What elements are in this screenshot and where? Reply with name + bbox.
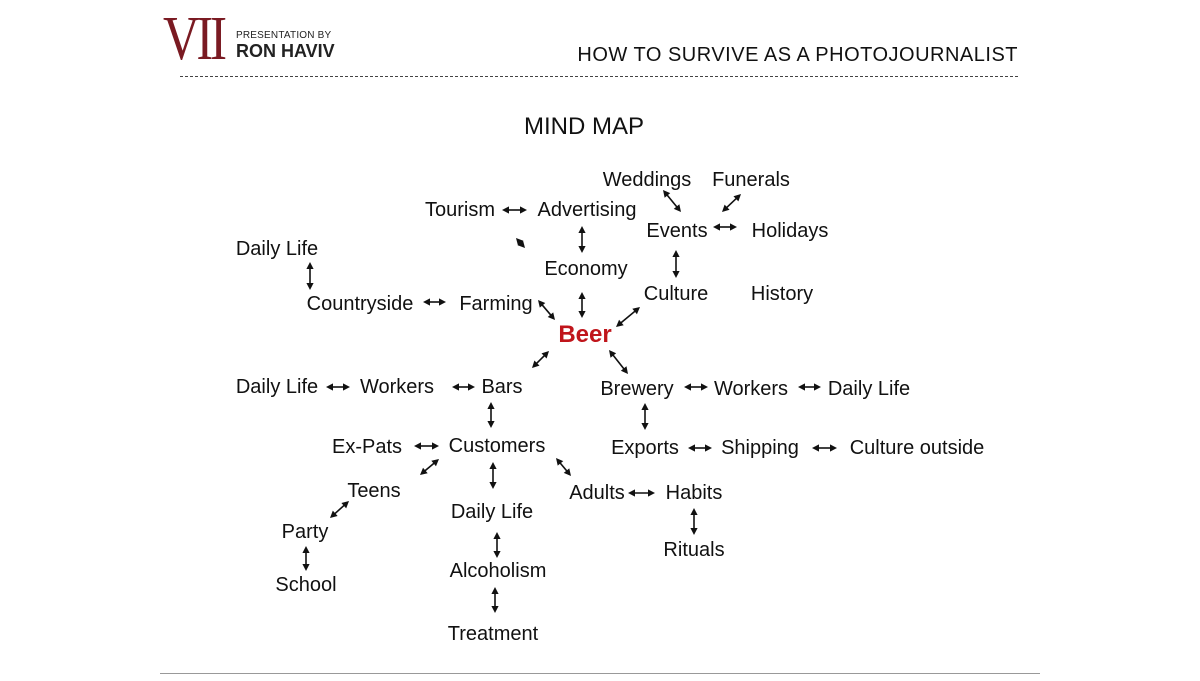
mind-map-node: Daily Life bbox=[235, 376, 319, 398]
double-arrow-connector bbox=[502, 206, 527, 214]
double-arrow-connector bbox=[663, 190, 681, 212]
mind-map-node: Countryside bbox=[306, 293, 414, 315]
double-arrow-connector bbox=[609, 350, 628, 374]
mind-map-node: Rituals bbox=[663, 539, 725, 561]
double-arrow-connector bbox=[326, 383, 350, 391]
mind-map-node: Funerals bbox=[712, 169, 790, 191]
double-arrow-connector bbox=[690, 508, 698, 535]
mind-map-node: Farming bbox=[459, 293, 533, 315]
double-arrow-connector bbox=[578, 292, 586, 318]
double-arrow-connector bbox=[812, 444, 837, 452]
mind-map-node: Habits bbox=[665, 482, 723, 504]
logo-author-name: RON HAVIV bbox=[236, 41, 335, 61]
mind-map-node: Weddings bbox=[602, 169, 692, 191]
double-arrow-connector bbox=[532, 351, 549, 368]
mind-map-node: Events bbox=[646, 220, 708, 242]
mind-map-node: Exports bbox=[611, 437, 679, 459]
mind-map-node: Workers bbox=[359, 376, 435, 398]
mind-map-node: Economy bbox=[544, 258, 628, 280]
header-divider bbox=[180, 76, 1018, 77]
double-arrow-connector bbox=[713, 223, 737, 231]
mind-map-node: Customers bbox=[448, 435, 546, 457]
double-arrow-connector bbox=[306, 262, 314, 290]
double-arrow-connector bbox=[516, 238, 525, 248]
mind-map-center-node: Beer bbox=[558, 321, 612, 348]
double-arrow-connector bbox=[684, 383, 708, 391]
double-arrow-connector bbox=[672, 250, 680, 278]
logo-mark: VII bbox=[163, 5, 227, 73]
mind-map-title: MIND MAP bbox=[524, 113, 644, 140]
double-arrow-connector bbox=[641, 403, 649, 430]
double-arrow-connector bbox=[493, 532, 501, 558]
double-arrow-connector bbox=[489, 462, 497, 489]
double-arrow-connector bbox=[414, 442, 439, 450]
mind-map-node: Holidays bbox=[751, 220, 829, 242]
double-arrow-connector bbox=[578, 226, 586, 253]
mind-map-node: Daily Life bbox=[450, 501, 534, 523]
double-arrow-connector bbox=[722, 194, 741, 212]
mind-map-node: Culture outside bbox=[849, 437, 985, 459]
mind-map-node: Tourism bbox=[424, 199, 496, 221]
double-arrow-connector bbox=[330, 501, 349, 518]
mind-map-node: History bbox=[750, 283, 814, 305]
mind-map-node: Workers bbox=[713, 378, 789, 400]
double-arrow-connector bbox=[688, 444, 712, 452]
double-arrow-connector bbox=[302, 546, 310, 571]
double-arrow-connector bbox=[798, 383, 821, 391]
mind-map-node: Adults bbox=[569, 482, 625, 504]
double-arrow-connector bbox=[420, 459, 439, 475]
double-arrow-connector bbox=[538, 300, 555, 320]
mind-map-node: Treatment bbox=[447, 623, 539, 645]
double-arrow-connector bbox=[556, 458, 571, 476]
mind-map-node: Shipping bbox=[721, 437, 799, 459]
mind-map-node: Daily Life bbox=[827, 378, 911, 400]
mind-map-node: Advertising bbox=[537, 199, 637, 221]
mind-map-node: Bars bbox=[481, 376, 523, 398]
mind-map-node: Culture bbox=[643, 283, 709, 305]
presentation-title: HOW TO SURVIVE AS A PHOTOJOURNALIST bbox=[577, 44, 1018, 66]
double-arrow-connector bbox=[616, 307, 640, 327]
mind-map-node: School bbox=[275, 574, 337, 596]
mind-map-node: Daily Life bbox=[235, 238, 319, 260]
footer-rule bbox=[160, 673, 1040, 674]
double-arrow-connector bbox=[487, 402, 495, 428]
double-arrow-connector bbox=[452, 383, 475, 391]
mind-map-node: Party bbox=[281, 521, 329, 543]
double-arrow-connector bbox=[628, 489, 655, 497]
logo-presentation-by: PRESENTATION BY bbox=[236, 30, 332, 41]
mind-map-node: Alcoholism bbox=[449, 560, 547, 582]
double-arrow-connector bbox=[423, 298, 446, 306]
mind-map-node: Ex-Pats bbox=[331, 436, 403, 458]
mind-map-node: Teens bbox=[347, 480, 401, 502]
double-arrow-connector bbox=[491, 587, 499, 613]
mind-map-node: Brewery bbox=[600, 378, 674, 400]
